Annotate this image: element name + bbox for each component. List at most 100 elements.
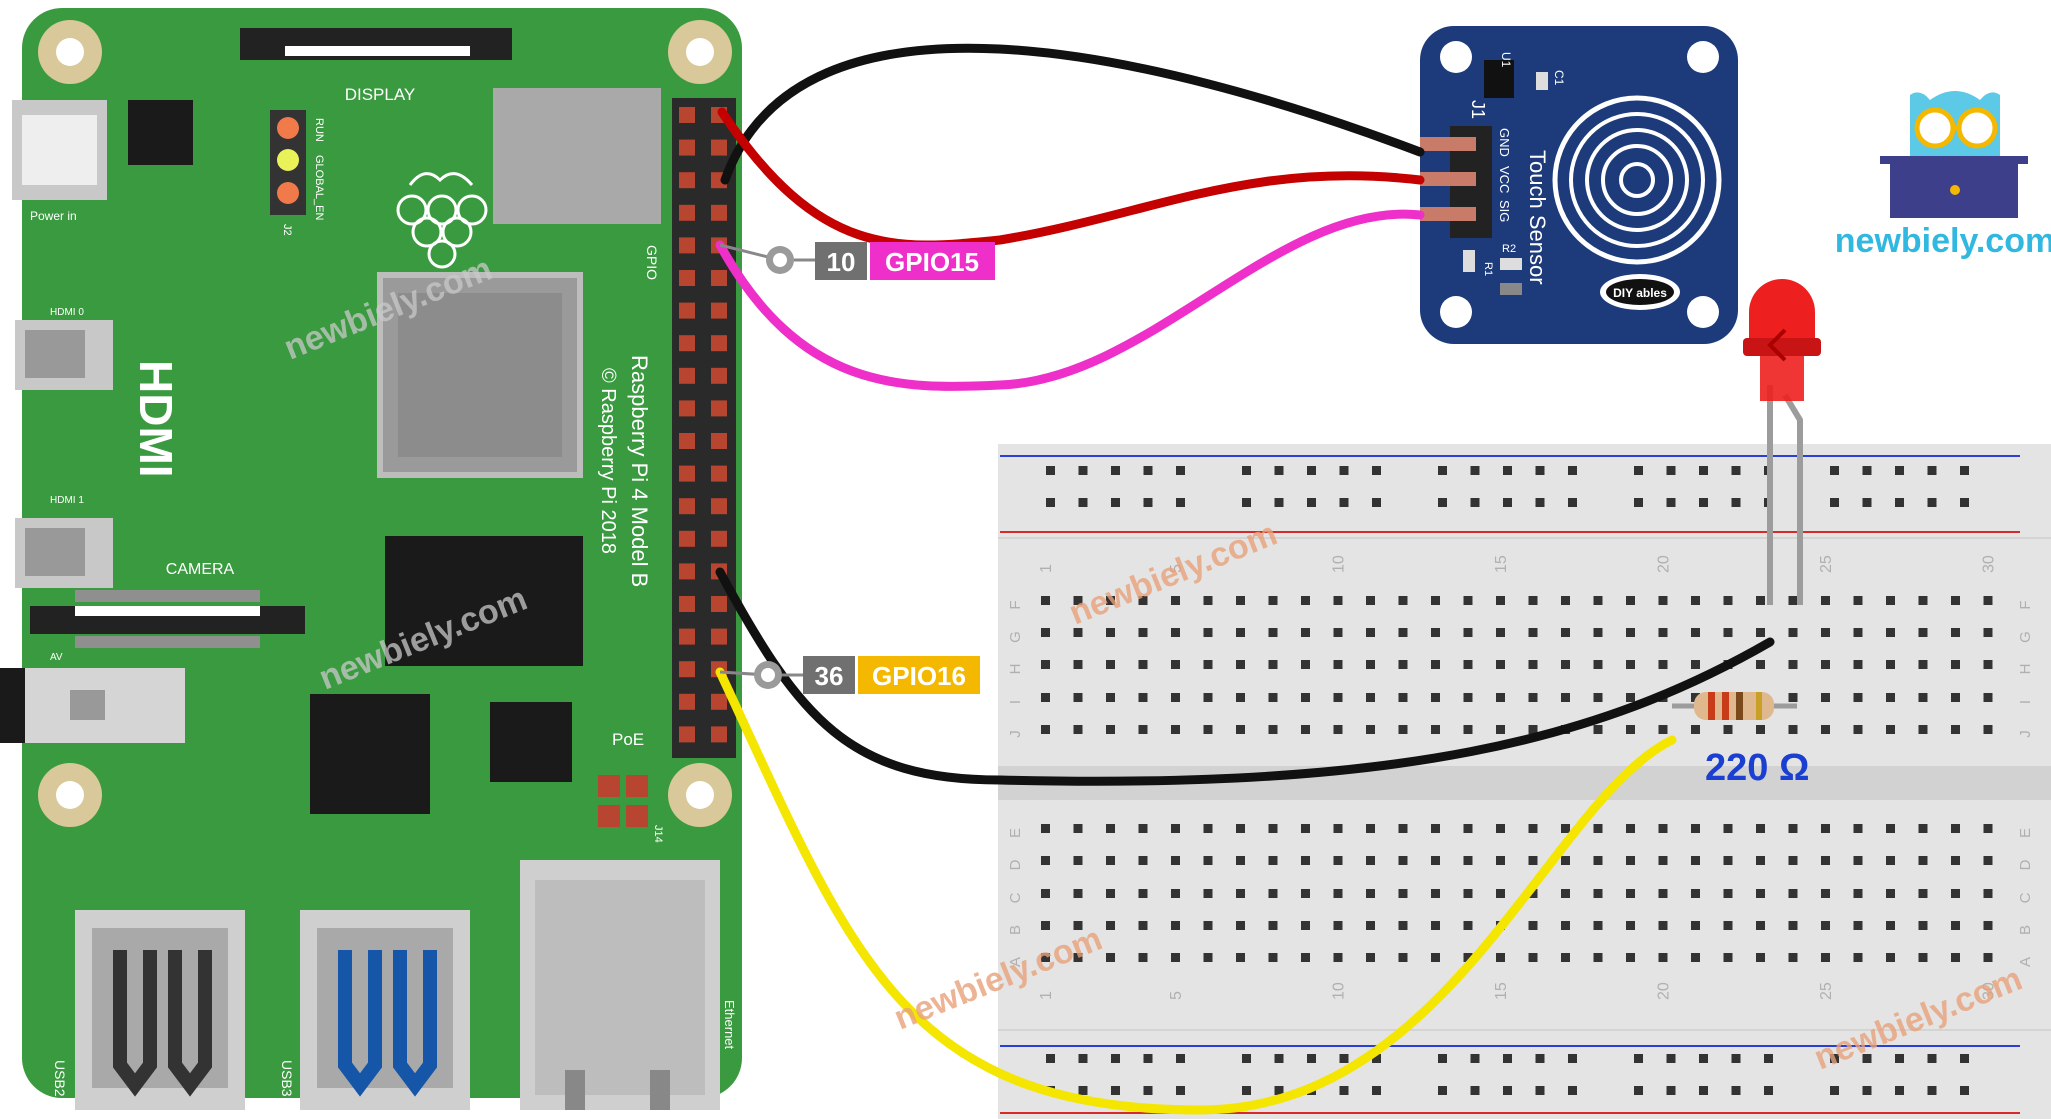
breadboard-hole [1626,921,1635,930]
breadboard-hole [1528,953,1538,962]
breadboard-hole [1568,1086,1577,1095]
breadboard-hole [1242,466,1251,475]
breadboard-hole [1366,921,1375,930]
diyables-logo-icon [1600,274,1680,310]
svg-text:USB3: USB3 [279,1060,295,1097]
breadboard-hole [1366,660,1375,669]
gnd-pin-label: GND [1497,128,1512,157]
breadboard-hole [1927,466,1937,475]
breadboard-hole [1242,1086,1251,1095]
breadboard-hole [1366,725,1375,734]
breadboard-hole [1853,628,1863,637]
breadboard-hole [1431,725,1440,734]
breadboard-hole [1138,856,1148,865]
column-number: 30 [1981,982,1998,1000]
run-label: RUN [313,118,325,142]
breadboard-hole [1041,856,1050,865]
gpio-pins [679,107,727,743]
breadboard-hole [1731,466,1741,475]
breadboard-hole [1333,693,1343,702]
poe-header [598,775,648,827]
breadboard-hole [1041,921,1050,930]
row-letter: I [2017,700,2034,704]
column-number: 1 [1038,991,1055,1000]
breadboard-hole [1431,824,1440,833]
breadboard-hole [1171,725,1180,734]
breadboard-hole [1788,725,1798,734]
breadboard-hole [1626,889,1635,898]
gpio-pin [679,530,695,547]
breadboard-hole [1138,889,1148,898]
gpio-pin [679,172,695,189]
breadboard-hole [1658,889,1668,898]
row-letter: B [1007,925,1024,935]
breadboard-hole [1634,498,1643,507]
chip-small-2 [310,694,430,814]
svg-text:U1: U1 [1499,52,1513,68]
breadboard-hole [1691,856,1700,865]
breadboard-hole [1236,660,1245,669]
breadboard-hole [1176,1054,1185,1063]
breadboard-hole [1106,856,1115,865]
gpio-pin [679,628,695,645]
breadboard-hole [1626,596,1635,605]
breadboard-hole [1918,856,1928,865]
breadboard-hole [1723,953,1733,962]
poe-label: PoE [612,730,644,749]
gpio-pin [679,302,695,319]
breadboard-hole [1106,824,1115,833]
breadboard-hole [1138,824,1148,833]
breadboard-hole [1138,660,1148,669]
sensor-board [1420,26,1738,344]
breadboard-hole [1951,889,1960,898]
breadboard-hole [1756,725,1765,734]
breadboard-hole [1886,628,1895,637]
breadboard-hole [1561,693,1570,702]
breadboard-hole [1658,596,1668,605]
breadboard-hole [1171,824,1180,833]
breadboard-hole [1886,596,1895,605]
gpio-pin [679,465,695,482]
breadboard-hole [1788,856,1798,865]
breadboard-hole [1862,466,1872,475]
breadboard-hole [1853,889,1863,898]
breadboard-hole [1301,628,1310,637]
breadboard-hole [1756,596,1765,605]
breadboard-hole [1895,1086,1904,1095]
row-letter: E [1007,828,1024,838]
breadboard-hole [1634,1086,1643,1095]
breadboard-hole [1788,921,1798,930]
breadboard-hole [1788,953,1798,962]
breadboard-hole [1111,1054,1120,1063]
breadboard-hole [1431,856,1440,865]
breadboard-hole [1106,921,1115,930]
gpio15-label: GPIO15 [885,247,979,277]
breadboard-hole [1463,824,1473,833]
column-number: 25 [1818,982,1835,1000]
breadboard-hole [1203,596,1213,605]
breadboard-hole [1203,660,1213,669]
breadboard-hole [1496,856,1505,865]
breadboard-hole [1756,856,1765,865]
breadboard-hole [1398,660,1408,669]
breadboard-hole [1236,889,1245,898]
breadboard-hole [1593,660,1603,669]
breadboard-hole [1927,1054,1937,1063]
global-en-label: GLOBAL_EN [313,155,325,220]
breadboard-hole [1756,660,1765,669]
breadboard-hole [1496,660,1505,669]
breadboard-hole [1568,498,1577,507]
gpio-pin [711,726,727,743]
svg-text:HDMI 0: HDMI 0 [50,307,84,318]
global-en-led [277,149,299,171]
row-letter: E [2017,828,2034,838]
breadboard-hole [1821,824,1830,833]
breadboard-hole [1073,725,1083,734]
breadboard-hole [1691,953,1700,962]
breadboard-hole [1886,856,1895,865]
breadboard-hole [1918,889,1928,898]
breadboard-hole [1886,889,1895,898]
breadboard-hole [1886,921,1895,930]
